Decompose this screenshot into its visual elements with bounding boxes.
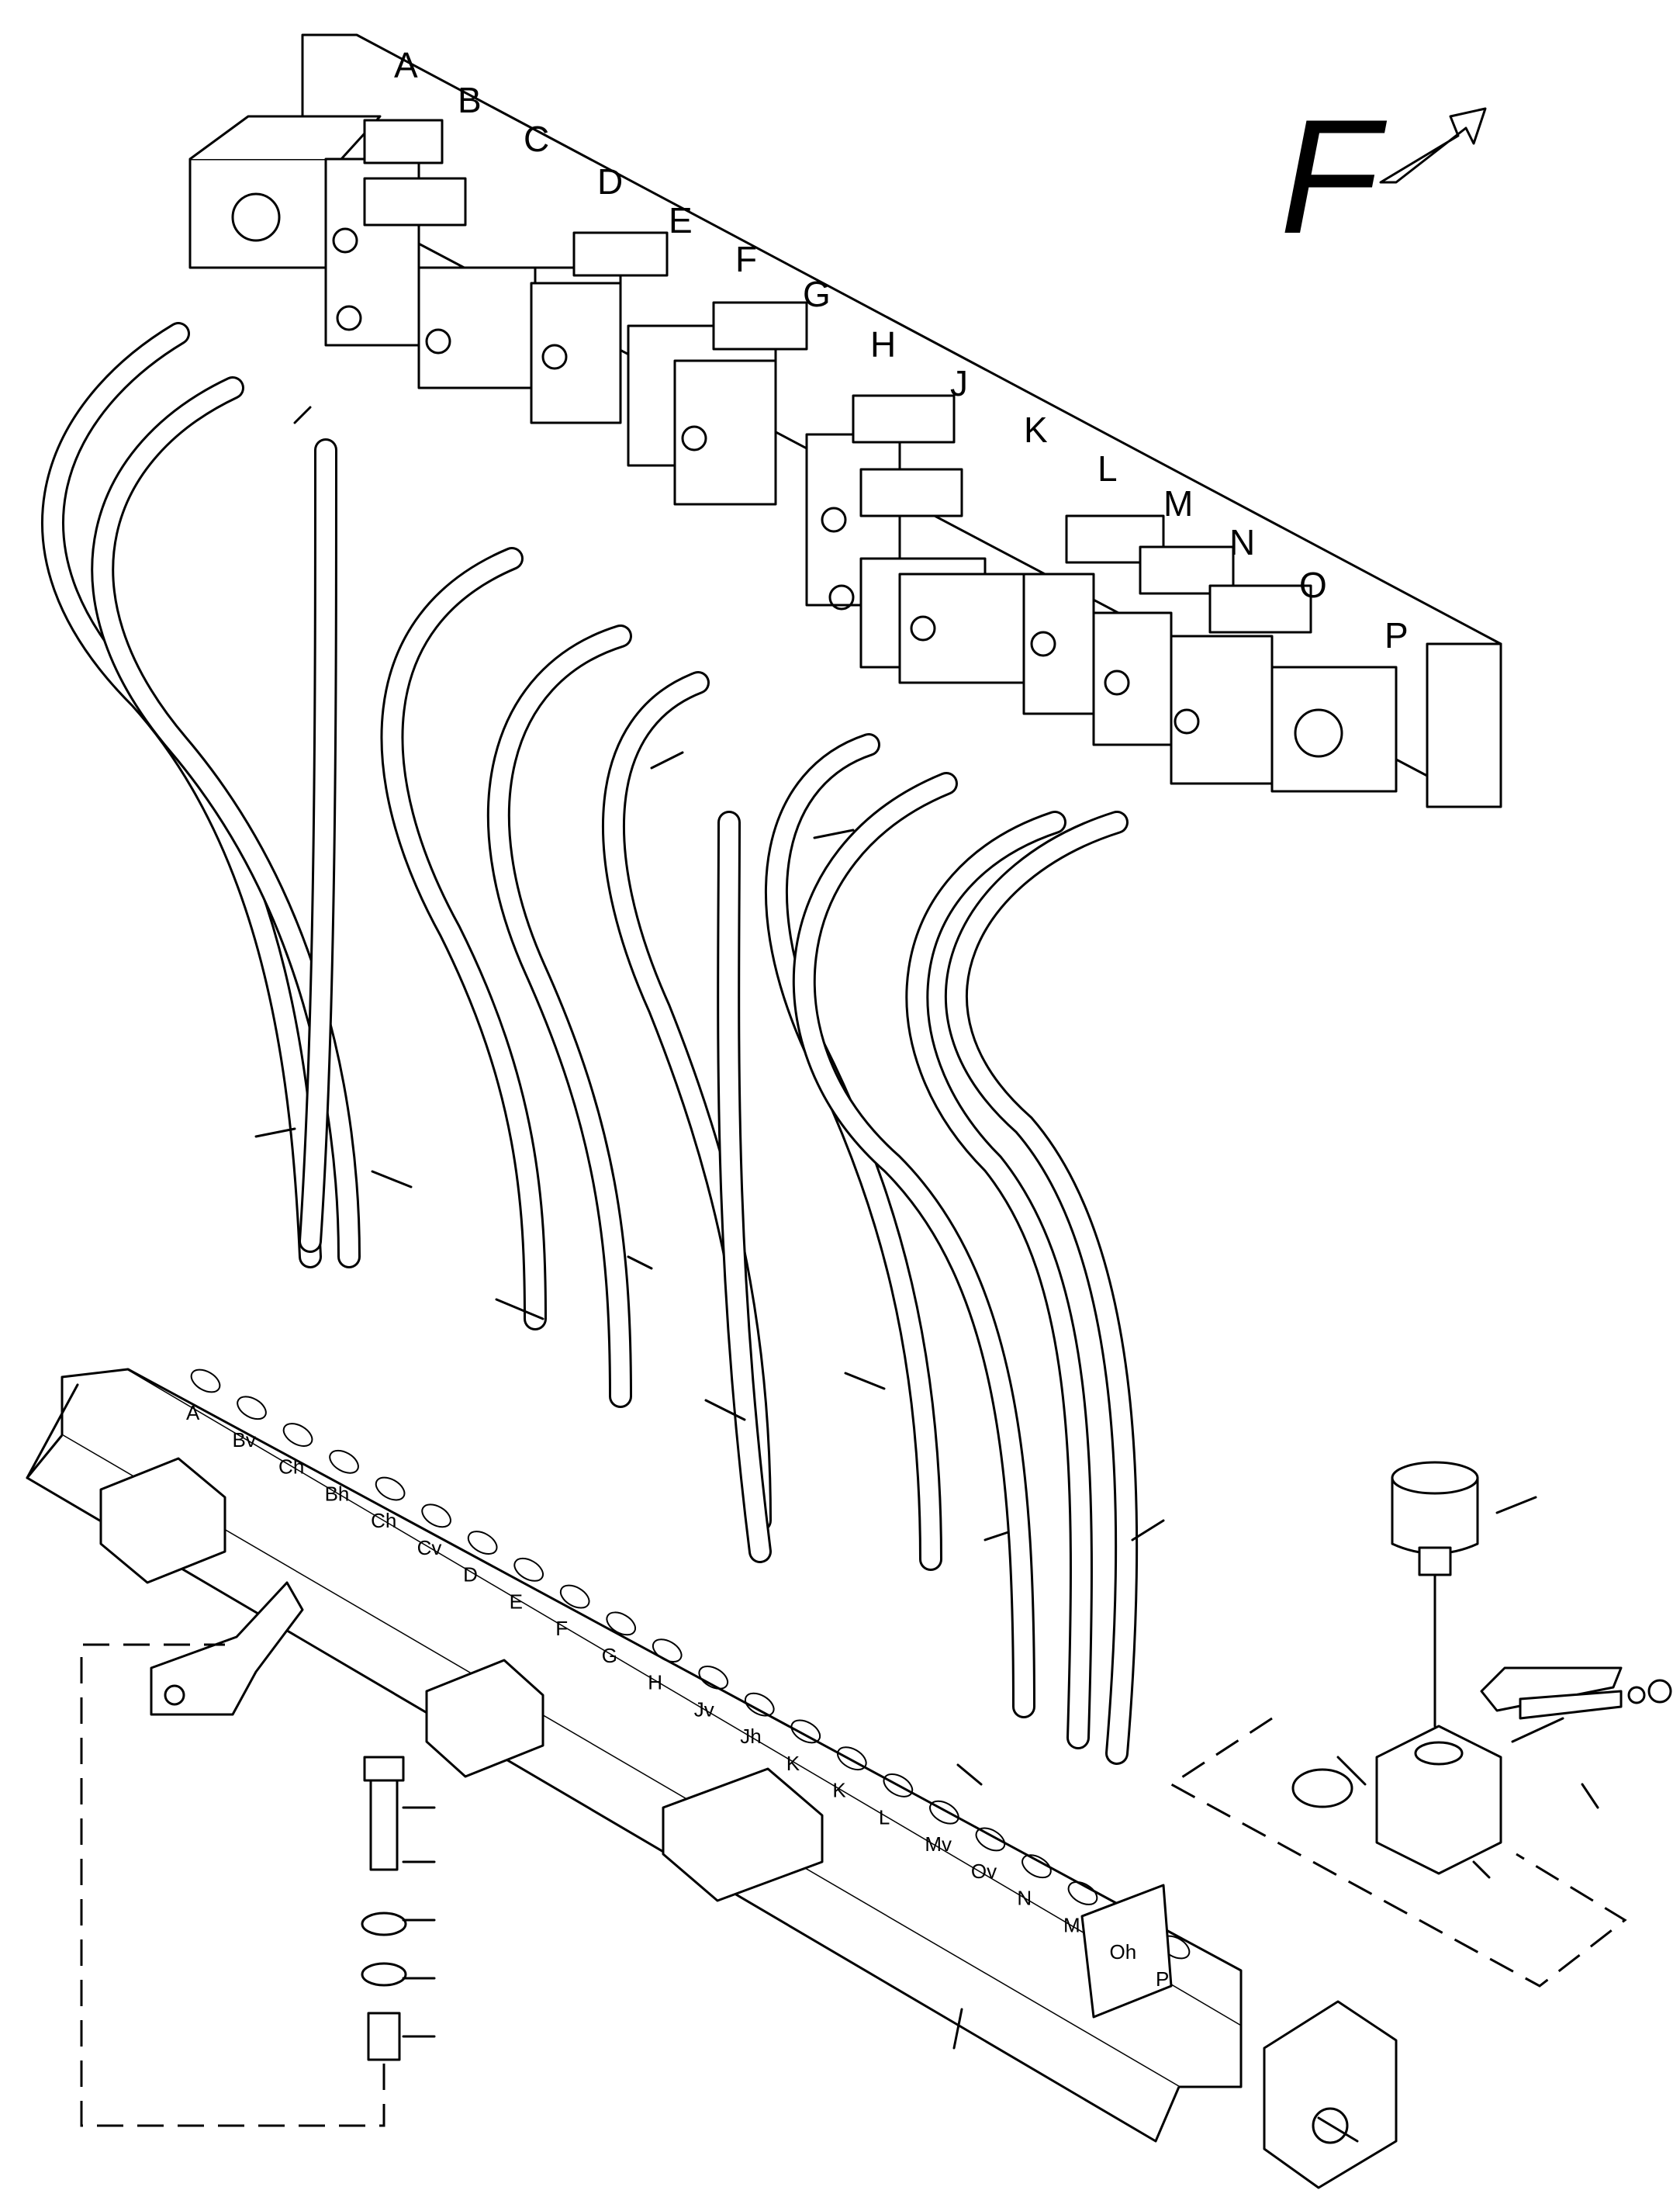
rail-port-hole — [421, 1503, 451, 1528]
port-label: Bh — [325, 1482, 350, 1505]
port-label: D — [463, 1563, 478, 1586]
rail-port-hole — [559, 1584, 590, 1609]
port-label: Bv — [233, 1428, 256, 1451]
leader-line — [254, 1127, 296, 1138]
valve-label-m: M — [1163, 483, 1193, 524]
valve-label-b: B — [458, 80, 482, 120]
port-label: P — [1156, 1967, 1169, 1991]
valve-label-d: D — [597, 161, 623, 202]
port-label: Ch — [371, 1509, 396, 1532]
rail-port-hole — [467, 1531, 498, 1555]
leader-lines — [254, 406, 1599, 2143]
leader-line — [956, 1763, 983, 1786]
leader-line — [704, 1399, 746, 1421]
direction-arrow-icon — [1379, 107, 1487, 184]
hose-inner-2 — [93, 379, 358, 1266]
valve-labels: A B C D E F G H J K L M N O P — [394, 45, 1409, 656]
valve-label-f: F — [735, 239, 757, 279]
port-label: K — [832, 1779, 846, 1802]
leader-line — [1472, 1860, 1491, 1879]
port-label: A — [186, 1401, 200, 1424]
hose-inner-4 — [382, 549, 544, 1328]
rail-port-hole — [837, 1746, 867, 1771]
port-label: N — [1017, 1887, 1032, 1910]
hose-inner-10 — [907, 813, 1091, 1747]
leader-line — [495, 1298, 544, 1320]
hose-group — [41, 322, 1139, 1765]
rail-port-hole — [190, 1368, 221, 1393]
hose-inner-1 — [43, 324, 320, 1266]
port-label: L — [879, 1805, 890, 1829]
leader-line — [983, 1531, 1010, 1541]
leader-line — [293, 406, 312, 424]
rail-port-hole — [237, 1396, 267, 1420]
leader-line — [650, 751, 684, 770]
rail-port-hole — [1067, 1881, 1098, 1905]
valve-label-n: N — [1229, 522, 1255, 562]
rail-port-hole — [1021, 1854, 1052, 1879]
valve-label-o: O — [1299, 565, 1327, 605]
port-label: Oh — [1109, 1940, 1136, 1964]
leader-line — [1581, 1783, 1599, 1809]
leader-line — [844, 1372, 886, 1390]
hose-inner-5 — [489, 627, 630, 1406]
valve-label-j: J — [950, 363, 968, 403]
hose-inner-8 — [767, 735, 940, 1569]
leader-line — [627, 1255, 653, 1270]
rail-port-hole — [375, 1476, 406, 1501]
port-label: F — [555, 1617, 568, 1640]
port-label: H — [648, 1671, 662, 1694]
distribution-rail — [26, 1368, 1398, 2189]
valve-label-g: G — [803, 274, 831, 314]
port-label: Ch — [278, 1455, 304, 1479]
hose-inner-3 — [301, 441, 335, 1251]
valve-manifold — [188, 33, 1502, 808]
hose-inner-9 — [794, 774, 1033, 1716]
valve-label-c: C — [524, 119, 549, 159]
hose-inner-7 — [719, 813, 769, 1561]
hose-inner-11 — [947, 813, 1136, 1763]
rail-port-hole — [698, 1665, 729, 1690]
valve-label-k: K — [1024, 410, 1048, 450]
rail-port-hole — [975, 1827, 1006, 1852]
hose-1 — [41, 322, 322, 1268]
port-label: K — [786, 1752, 800, 1775]
leader-line — [1495, 1496, 1537, 1514]
leader-line — [371, 1170, 413, 1188]
rail-port-hole — [329, 1449, 359, 1474]
leader-line — [1131, 1519, 1165, 1541]
valve-label-h: H — [870, 324, 896, 365]
port-label: Cv — [417, 1536, 442, 1559]
rail-port-hole — [790, 1719, 821, 1744]
leader-line — [1336, 1756, 1367, 1786]
valve-label-p: P — [1384, 615, 1409, 656]
port-label: E — [510, 1590, 523, 1613]
rail-port-hole — [652, 1638, 683, 1663]
bolt-stack — [80, 1643, 407, 2127]
port-label: Jv — [694, 1697, 714, 1721]
rail-port-hole — [282, 1423, 313, 1447]
leader-line — [952, 2008, 963, 2050]
valve-label-a: A — [394, 45, 418, 85]
rail-port-hole — [883, 1773, 914, 1797]
rail-port-hole — [513, 1557, 544, 1582]
rail-port-hole — [744, 1692, 775, 1717]
view-label: F — [1280, 85, 1388, 268]
valve-label-e: E — [669, 200, 693, 240]
port-label: Mv — [925, 1832, 952, 1856]
rail-port-hole — [929, 1800, 959, 1825]
rail-port-hole — [606, 1611, 637, 1636]
valve-label-l: L — [1098, 448, 1118, 489]
port-label: Jh — [740, 1725, 761, 1748]
leader-line — [1317, 2116, 1359, 2143]
port-label: G — [602, 1644, 617, 1667]
leader-line — [813, 829, 855, 839]
port-label: M — [1063, 1913, 1080, 1936]
port-label: Ov — [971, 1860, 997, 1883]
accumulator-assembly — [1169, 1461, 1672, 1988]
